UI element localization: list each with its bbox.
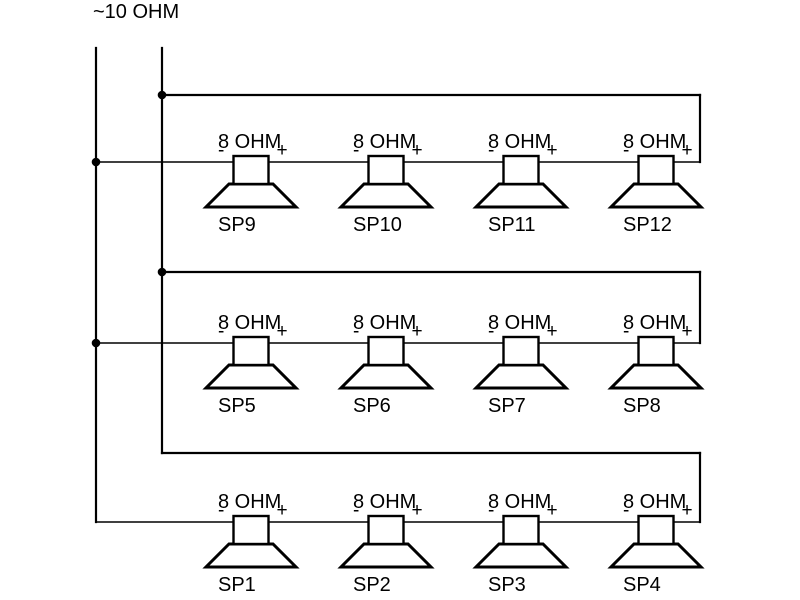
speaker-cone-icon	[472, 363, 570, 390]
minus-terminal-label: -	[488, 140, 494, 161]
minus-terminal-label: -	[623, 140, 629, 161]
plus-terminal-label: +	[546, 140, 557, 161]
impedance-label: 8 OHM	[218, 131, 281, 153]
minus-terminal-label: -	[488, 500, 494, 521]
impedance-label: 8 OHM	[488, 312, 551, 334]
speaker-name-label: SP10	[353, 214, 402, 236]
impedance-label: 8 OHM	[353, 491, 416, 513]
speaker-cone-icon	[472, 542, 570, 569]
minus-terminal-label: -	[353, 321, 359, 342]
minus-terminal-label: -	[353, 140, 359, 161]
minus-terminal-label: -	[623, 321, 629, 342]
impedance-label: 8 OHM	[353, 131, 416, 153]
speaker-name-label: SP1	[218, 574, 256, 596]
impedance-label: 8 OHM	[623, 131, 686, 153]
speaker-driver-icon	[367, 335, 405, 367]
speaker-name-label: SP7	[488, 395, 526, 417]
wiring	[91, 46, 702, 524]
total-impedance-label: ~10 OHM	[93, 1, 179, 23]
speaker-driver-icon	[637, 514, 675, 546]
speaker-name-label: SP3	[488, 574, 526, 596]
plus-terminal-label: +	[546, 500, 557, 521]
speaker-cone-icon	[607, 363, 705, 390]
speaker-sp11: 8 OHM- + SP11	[472, 131, 570, 236]
plus-terminal-label: +	[411, 321, 422, 342]
speaker-driver-icon	[637, 335, 675, 367]
speaker-sp1: 8 OHM- + SP1	[202, 491, 300, 596]
speaker-sp5: 8 OHM- + SP5	[202, 312, 300, 417]
plus-terminal-label: +	[411, 140, 422, 161]
speaker-driver-icon	[367, 514, 405, 546]
speaker-cone-icon	[607, 182, 705, 209]
plus-terminal-label: +	[276, 500, 287, 521]
speaker-driver-icon	[502, 514, 540, 546]
speaker-cone-icon	[202, 182, 300, 209]
speaker-driver-icon	[232, 154, 270, 186]
impedance-label: 8 OHM	[353, 312, 416, 334]
junction-dot	[157, 267, 167, 277]
speaker-sp4: 8 OHM- + SP4	[607, 491, 705, 596]
speaker-name-label: SP11	[488, 214, 535, 236]
speaker-name-label: SP4	[623, 574, 661, 596]
speaker-name-label: SP12	[623, 214, 672, 236]
speaker-name-label: SP2	[353, 574, 391, 596]
impedance-label: 8 OHM	[623, 312, 686, 334]
plus-terminal-label: +	[546, 321, 557, 342]
minus-terminal-label: -	[623, 500, 629, 521]
speaker-sp9: 8 OHM- + SP9	[202, 131, 300, 236]
plus-terminal-label: +	[681, 140, 692, 161]
minus-terminal-label: -	[353, 500, 359, 521]
junction-dot	[91, 157, 101, 167]
plus-terminal-label: +	[276, 321, 287, 342]
impedance-label: 8 OHM	[488, 131, 551, 153]
speaker-name-label: SP6	[353, 395, 391, 417]
speaker-name-label: SP9	[218, 214, 256, 236]
speaker-driver-icon	[502, 154, 540, 186]
minus-terminal-label: -	[218, 140, 224, 161]
speaker-cone-icon	[337, 182, 435, 209]
speaker-sp7: 8 OHM- + SP7	[472, 312, 570, 417]
junction-dot	[157, 90, 167, 100]
minus-terminal-label: -	[218, 321, 224, 342]
speaker-sp8: 8 OHM- + SP8	[607, 312, 705, 417]
plus-terminal-label: +	[681, 321, 692, 342]
plus-terminal-label: +	[411, 500, 422, 521]
speaker-sp10: 8 OHM- + SP10	[337, 131, 435, 236]
speaker-cone-icon	[337, 363, 435, 390]
speaker-name-label: SP5	[218, 395, 256, 417]
speaker-cone-icon	[472, 182, 570, 209]
speaker-name-label: SP8	[623, 395, 661, 417]
plus-terminal-label: +	[276, 140, 287, 161]
speaker-driver-icon	[232, 335, 270, 367]
plus-terminal-label: +	[681, 500, 692, 521]
impedance-label: 8 OHM	[218, 312, 281, 334]
speaker-cone-icon	[202, 363, 300, 390]
speaker-sp3: 8 OHM- + SP3	[472, 491, 570, 596]
speaker-sp6: 8 OHM- + SP6	[337, 312, 435, 417]
speaker-driver-icon	[637, 154, 675, 186]
speaker-driver-icon	[232, 514, 270, 546]
junction-dot	[91, 338, 101, 348]
speaker-cone-icon	[202, 542, 300, 569]
speaker-sp12: 8 OHM- + SP12	[607, 131, 705, 236]
minus-terminal-label: -	[488, 321, 494, 342]
speaker-sp2: 8 OHM- + SP2	[337, 491, 435, 596]
speaker-cone-icon	[337, 542, 435, 569]
speaker-driver-icon	[367, 154, 405, 186]
impedance-label: 8 OHM	[218, 491, 281, 513]
impedance-label: 8 OHM	[623, 491, 686, 513]
impedance-label: 8 OHM	[488, 491, 551, 513]
minus-terminal-label: -	[218, 500, 224, 521]
speaker-driver-icon	[502, 335, 540, 367]
speaker-cone-icon	[607, 542, 705, 569]
